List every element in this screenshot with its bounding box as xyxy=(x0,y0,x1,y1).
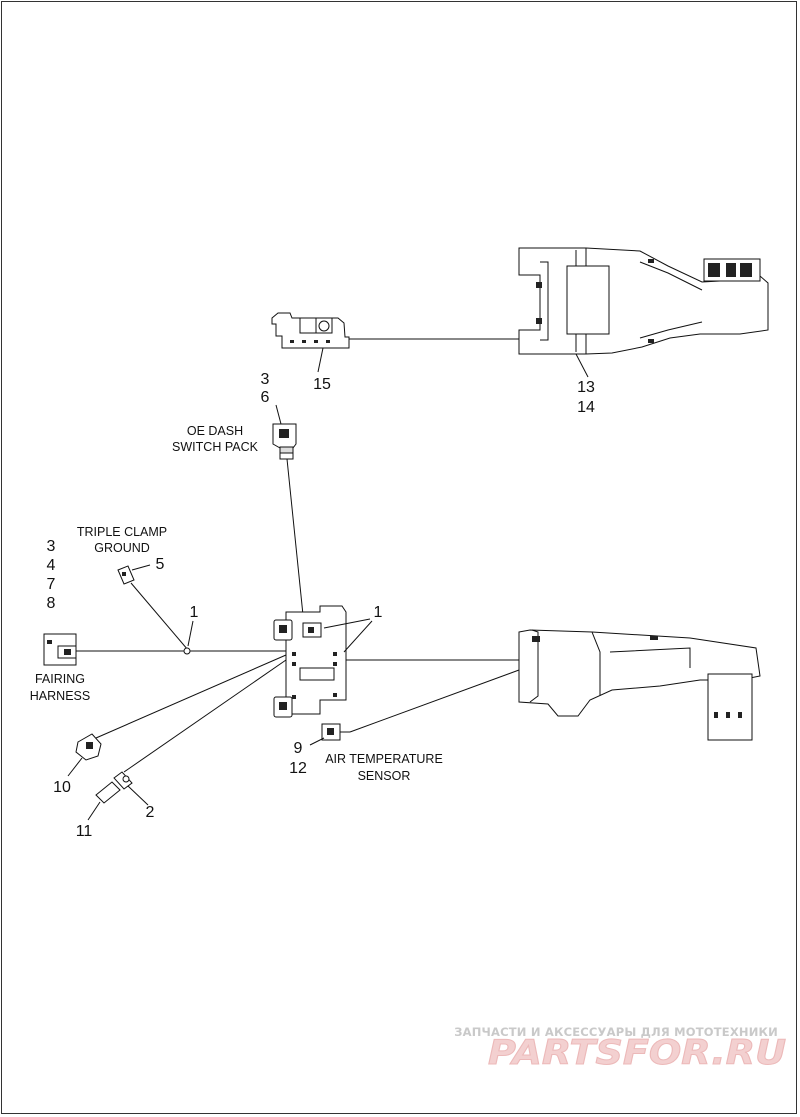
label-oe-dash-1: OE DASH xyxy=(187,424,243,438)
callout-4: 4 xyxy=(47,557,56,574)
callout-11: 11 xyxy=(76,823,93,840)
leader-10 xyxy=(67,757,83,777)
ground-clip xyxy=(183,647,191,655)
connector-15 xyxy=(271,312,350,349)
label-fairing-2: HARNESS xyxy=(30,689,90,703)
callout-2: 2 xyxy=(146,804,155,821)
leader-15 xyxy=(317,347,324,373)
leader-1-c xyxy=(343,620,373,653)
connector-fairing xyxy=(43,633,77,666)
connector-10 xyxy=(75,733,102,761)
connector-11-clip-2 xyxy=(95,771,133,804)
leader-5 xyxy=(131,564,151,571)
harness-cover-13-14 xyxy=(518,247,769,355)
lower-harness-cover xyxy=(518,629,761,741)
wire-to-10 xyxy=(95,654,287,739)
callout-1-right: 1 xyxy=(374,604,383,621)
callout-5: 5 xyxy=(156,556,165,573)
callout-6: 6 xyxy=(261,389,270,406)
callout-1-left: 1 xyxy=(190,604,199,621)
leader-1-a xyxy=(187,620,194,647)
callout-3-upper: 3 xyxy=(261,371,270,388)
label-air-temp-2: SENSOR xyxy=(358,769,411,783)
callout-10: 10 xyxy=(53,779,71,796)
leader-3-6 xyxy=(275,404,282,425)
leader-11 xyxy=(87,801,101,821)
callout-3-left: 3 xyxy=(47,538,56,555)
label-triple-clamp-1: TRIPLE CLAMP xyxy=(77,525,167,539)
watermark-logo: PARTSFOR.RU xyxy=(488,1033,786,1073)
label-fairing-1: FAIRING xyxy=(35,672,85,686)
connector-air-temp xyxy=(321,723,350,741)
leader-2 xyxy=(127,785,149,806)
callout-13: 13 xyxy=(577,379,595,396)
triple-clamp-ground-terminal xyxy=(117,565,135,585)
watermark-tagline: ЗАПЧАСТИ И АКСЕССУАРЫ ДЛЯ МОТОТЕХНИКИ xyxy=(454,1025,778,1039)
callout-14: 14 xyxy=(577,399,595,416)
connector-oe-dash xyxy=(272,423,297,460)
wire-air-temp xyxy=(349,669,520,733)
label-air-temp-1: AIR TEMPERATURE xyxy=(325,752,443,766)
leader-1-b xyxy=(323,618,371,629)
wire-ground xyxy=(130,582,189,651)
wire-to-2-11 xyxy=(123,659,287,773)
callout-9: 9 xyxy=(294,740,303,757)
leader-13 xyxy=(575,353,589,378)
label-oe-dash-2: SWITCH PACK xyxy=(172,440,259,454)
callout-12: 12 xyxy=(289,760,307,777)
callout-7: 7 xyxy=(47,576,56,593)
center-bracket xyxy=(273,605,347,718)
leader-9-12 xyxy=(309,737,325,746)
callout-8: 8 xyxy=(47,595,56,612)
callout-15: 15 xyxy=(313,376,331,393)
label-triple-clamp-2: GROUND xyxy=(94,541,150,555)
wire-dash-to-bracket xyxy=(286,458,304,616)
